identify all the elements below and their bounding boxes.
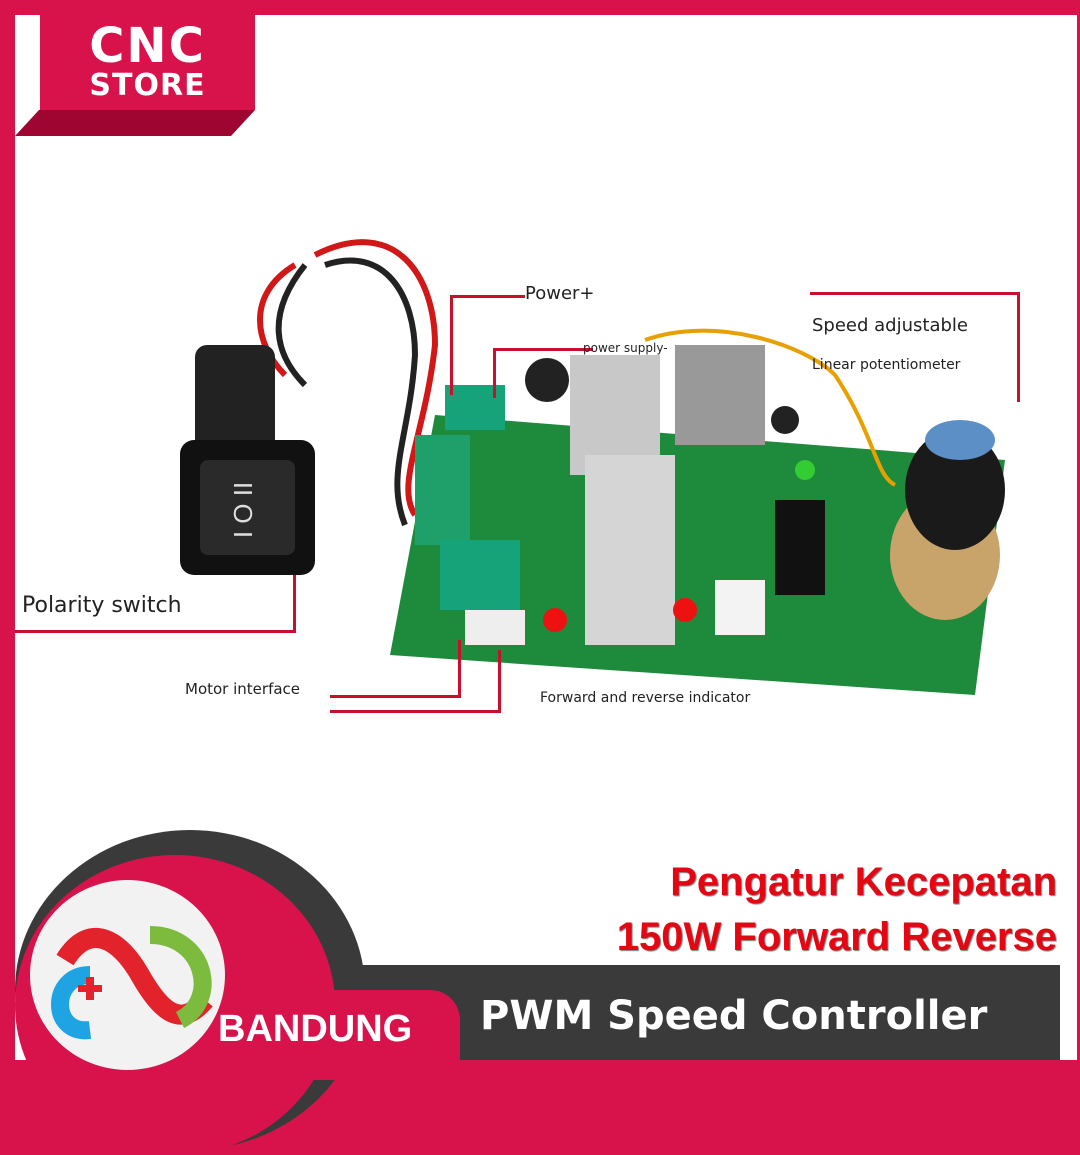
location-tab bbox=[200, 990, 460, 1080]
label-polarity-switch: Polarity switch bbox=[22, 593, 182, 618]
label-power-supply-minus: power supply- bbox=[583, 341, 668, 355]
svg-text:I O II: I O II bbox=[228, 482, 258, 538]
product-name-band bbox=[340, 965, 1060, 1060]
label-motor-interface: Motor interface bbox=[185, 680, 301, 698]
headline-line2: 150W Forward Reverse bbox=[616, 915, 1057, 959]
store-emblem bbox=[30, 880, 225, 1070]
pwm-board-photo: I O II bbox=[180, 239, 1005, 695]
logo-ribbon-shadow bbox=[15, 110, 255, 136]
infinity-plus-icon bbox=[51, 926, 213, 1040]
location-label: BANDUNG bbox=[218, 1008, 413, 1050]
label-forward-reverse-indicator: Forward and reverse indicator bbox=[540, 690, 751, 706]
rocker-switch: I O II bbox=[180, 345, 315, 575]
headline-line1: Pengatur Kecepatan bbox=[670, 860, 1057, 904]
label-speed-adjustable: Speed adjustable bbox=[812, 315, 968, 336]
cnc-store-logo: CNC STORE bbox=[40, 15, 255, 110]
product-name: PWM Speed Controller bbox=[480, 993, 988, 1039]
label-linear-potentiometer: Linear potentiometer bbox=[812, 357, 961, 373]
label-power-plus: Power+ bbox=[525, 283, 595, 304]
